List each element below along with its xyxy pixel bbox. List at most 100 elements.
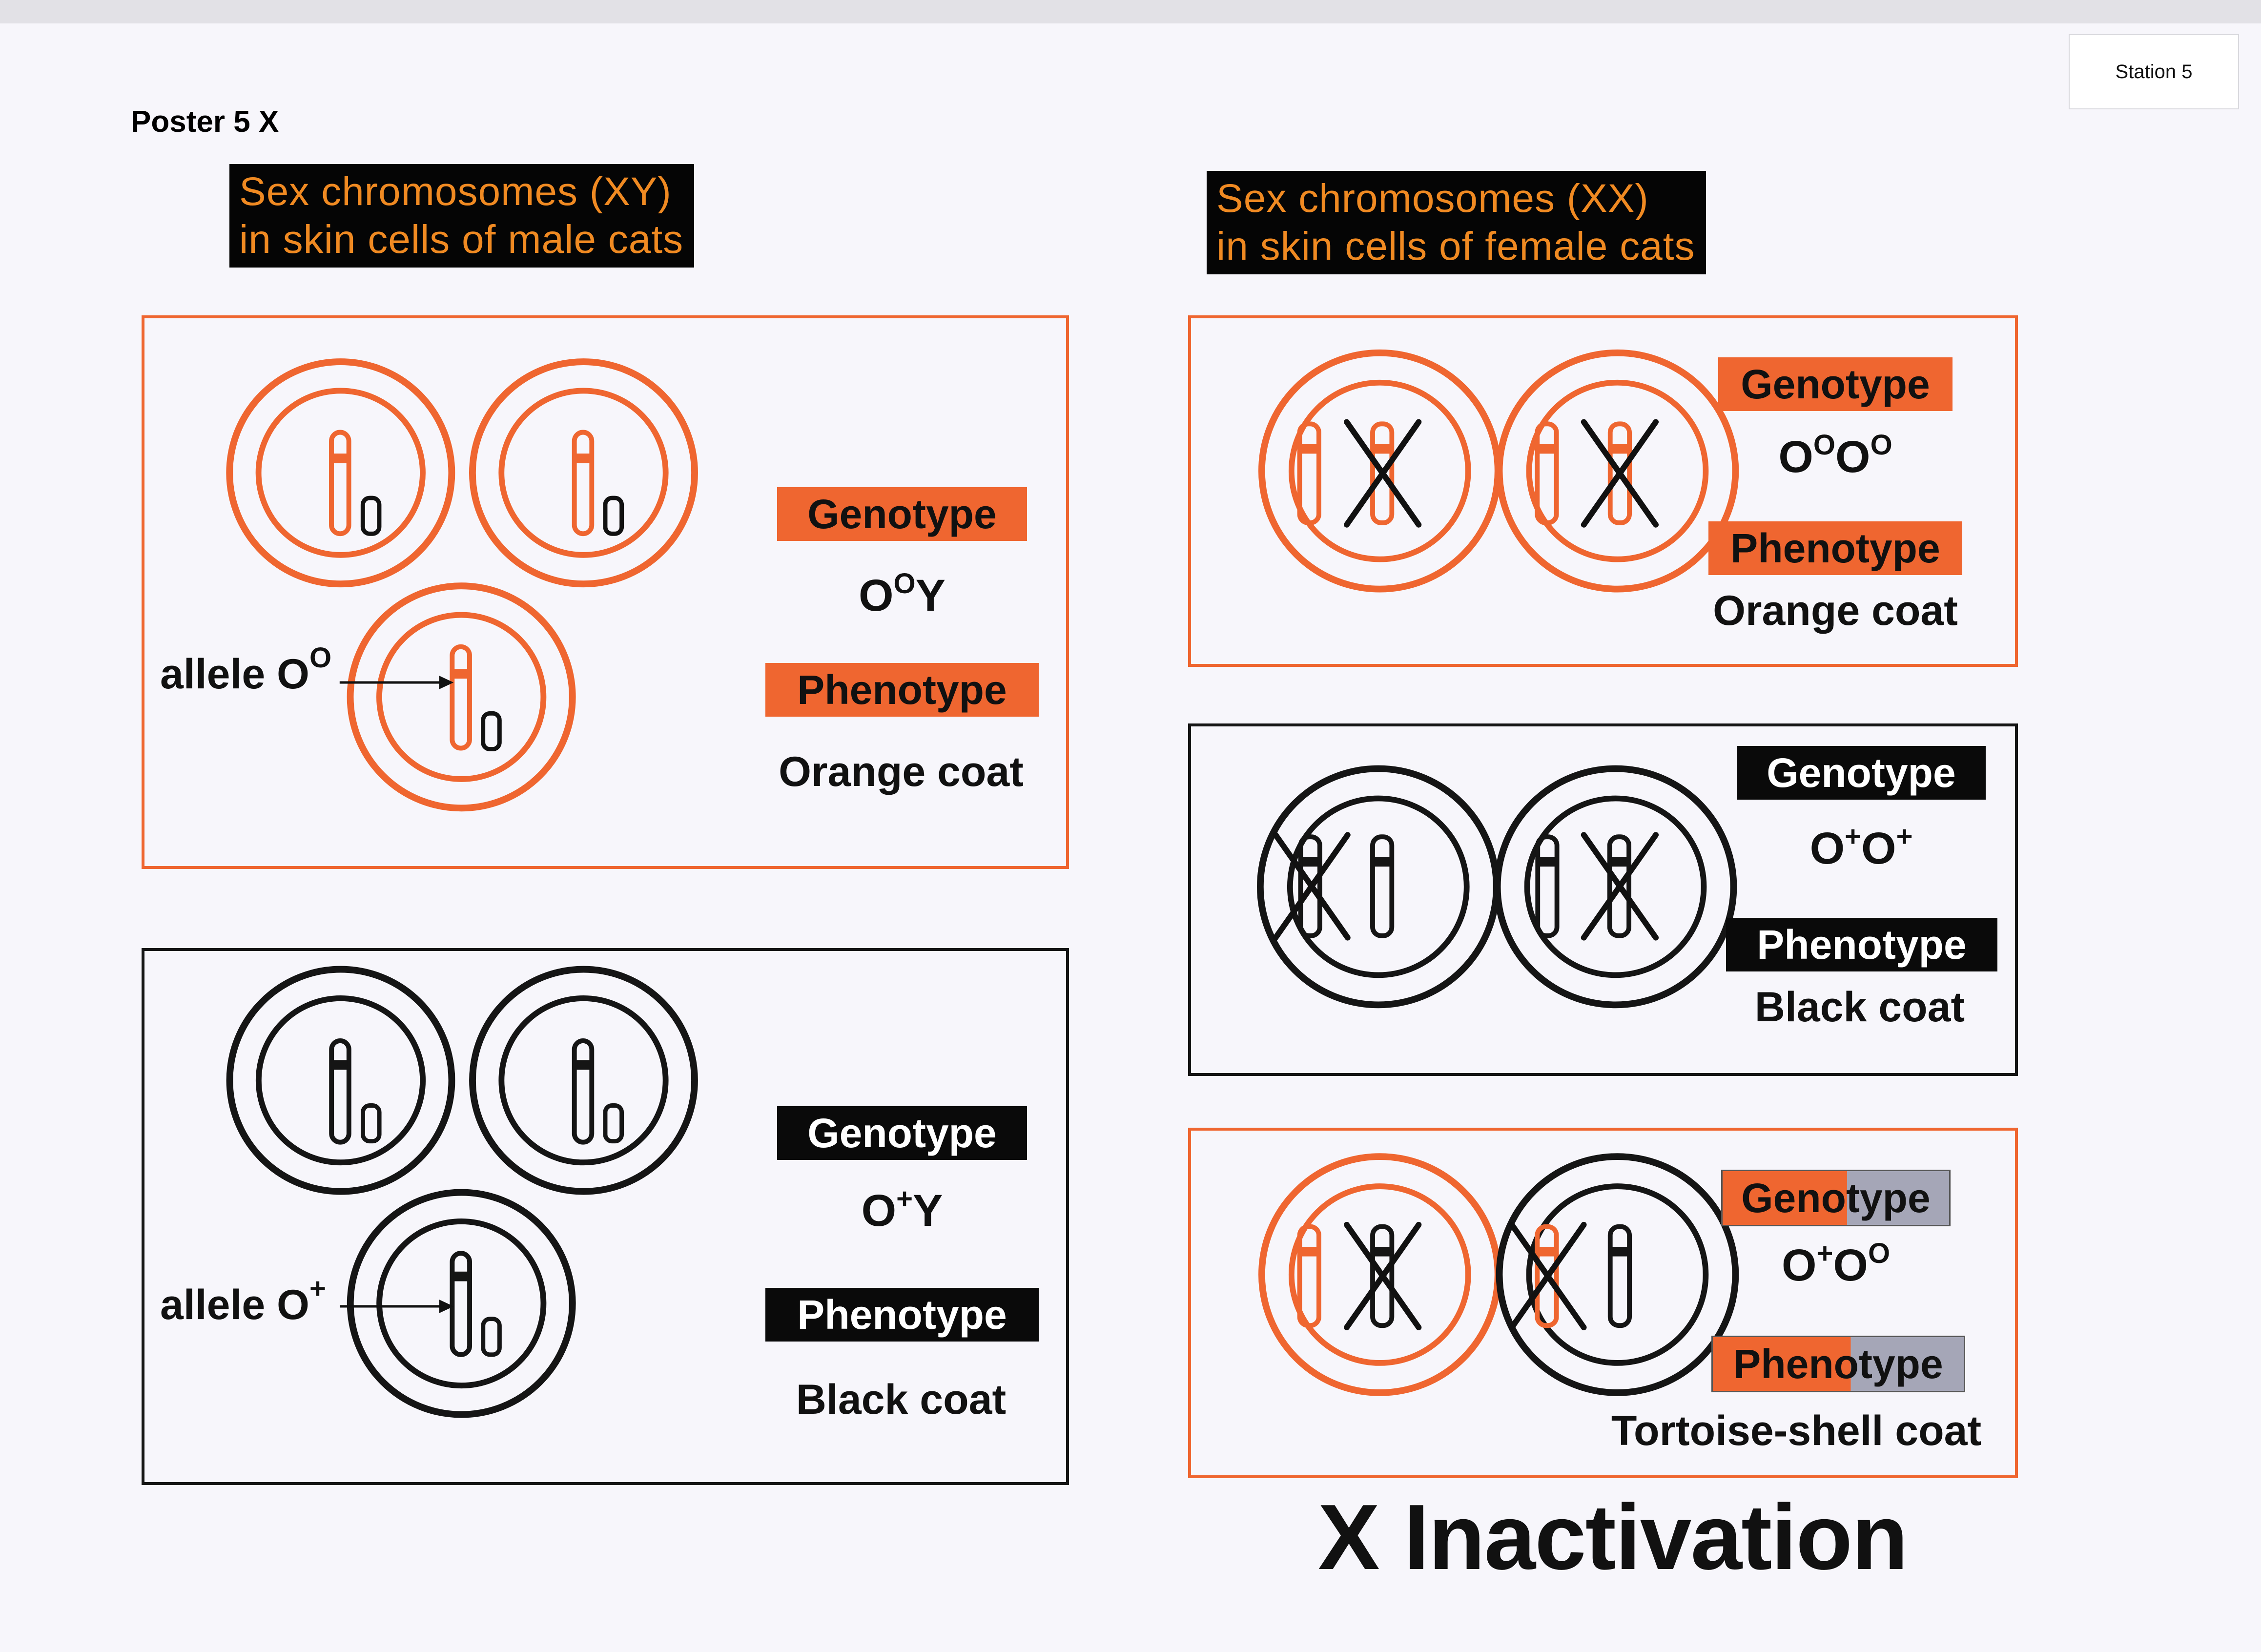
genotype-value: OOOO: [1778, 429, 1892, 482]
x-chromosome: [450, 1251, 473, 1357]
centromere: [576, 1060, 591, 1070]
female-black-panel: Genotype O+O+ Phenotype Black coat: [1188, 723, 2018, 1076]
cell-nucleus: [498, 995, 669, 1166]
male-orange-cells: [226, 358, 698, 812]
centromere: [576, 454, 591, 463]
genotype-label: Genotype: [1718, 357, 1953, 411]
female-tortoise-panel: Genotype O+OO Phenotype Tortoise-shell c…: [1188, 1128, 2018, 1478]
cell-nucleus: [1526, 1183, 1709, 1366]
allele-label: allele O+: [160, 1273, 326, 1328]
inactivation-cross: [1509, 1221, 1587, 1331]
x-chromosome: [572, 430, 595, 537]
cell-outer: [226, 358, 455, 588]
male-header-line1: Sex chromosomes (XY): [239, 169, 672, 214]
cell-nucleus: [1288, 379, 1471, 562]
centromere: [1374, 857, 1390, 867]
cell-outer: [347, 1189, 576, 1418]
x-chromosome: [329, 1038, 351, 1145]
centromere: [1611, 857, 1627, 867]
x-chromosome-orange-inactive: [1535, 1224, 1559, 1328]
x-chromosome: [572, 1038, 595, 1145]
cell-outer: [1496, 1153, 1739, 1396]
y-chromosome: [481, 711, 502, 752]
y-chromosome: [360, 496, 382, 536]
centromere: [1301, 444, 1317, 454]
cell-outer: [469, 966, 698, 1195]
female-header-line2: in skin cells of female cats: [1216, 224, 1695, 268]
cell-nucleus: [376, 1218, 547, 1389]
poster-label: Poster 5 X: [131, 105, 279, 139]
phenotype-label: Phenotype: [765, 663, 1039, 717]
station-label: Station 5: [2069, 34, 2239, 109]
centromere: [332, 454, 348, 463]
y-chromosome: [603, 496, 624, 536]
x-chromosome-inactive: [1298, 834, 1322, 938]
x-chromosome-black: [1607, 1224, 1632, 1328]
male-black-cells: [226, 966, 698, 1418]
genotype-value: O+O+: [1809, 821, 1913, 873]
cell-nucleus: [1288, 1183, 1471, 1366]
x-chromosome-black-inactive: [1370, 1224, 1395, 1328]
male-orange-panel: allele OO Genotype OOY Phenotype Orange …: [142, 315, 1069, 869]
x-chromosome: [1535, 834, 1560, 938]
female-orange-panel: Genotype OOOO Phenotype Orange coat: [1188, 315, 2018, 667]
genotype-label: Genotype: [1737, 746, 1986, 800]
inactivation-cross: [1343, 419, 1422, 528]
allele-label: allele OO: [160, 642, 332, 698]
centromere: [1302, 857, 1318, 867]
female-black-cells: [1256, 765, 1737, 1009]
cell-nucleus: [255, 995, 426, 1166]
y-chromosome: [603, 1103, 624, 1144]
phenotype-value: Black coat: [796, 1376, 1007, 1423]
cell-outer: [469, 358, 698, 588]
inactivation-cross: [1581, 419, 1659, 528]
phenotype-label: Phenotype: [1711, 1336, 1965, 1392]
centromere: [333, 1060, 348, 1070]
x-chromosome-orange: [1297, 1224, 1321, 1328]
female-orange-cells: [1258, 349, 1739, 593]
phenotype-label: Phenotype: [765, 1288, 1039, 1342]
genotype-label: Genotype: [777, 487, 1027, 541]
allele-arrowhead: [439, 676, 454, 689]
cell-nucleus: [255, 388, 426, 558]
genotype-value: OOY: [858, 568, 946, 620]
female-header-line1: Sex chromosomes (XX): [1216, 176, 1649, 221]
cell-nucleus: [376, 612, 547, 782]
cell-outer: [347, 582, 576, 812]
y-chromosome: [481, 1317, 502, 1357]
phenotype-label: Phenotype: [1708, 521, 1962, 575]
x-chromosome: [329, 430, 351, 537]
male-black-panel: allele O+ Genotype O+Y Phenotype Black c…: [142, 948, 1069, 1485]
centromere: [1301, 1246, 1317, 1257]
centromere: [1540, 857, 1555, 867]
phenotype-value: Orange coat: [779, 748, 1024, 795]
cell-nucleus: [1287, 795, 1470, 978]
footer-title: X Inactivation: [1318, 1486, 1908, 1589]
x-chromosome-inactive: [1370, 421, 1395, 525]
centromere: [453, 1271, 469, 1281]
cell-outer: [1494, 765, 1737, 1009]
x-chromosome: [1297, 421, 1321, 525]
cell-nucleus: [498, 388, 669, 558]
cell-outer: [1496, 349, 1739, 593]
phenotype-value: Orange coat: [1713, 587, 1958, 634]
cell-outer: [226, 966, 455, 1195]
genotype-value: O+OO: [1781, 1238, 1891, 1290]
centromere: [1612, 444, 1628, 454]
x-chromosome: [1535, 421, 1559, 525]
male-header: Sex chromosomes (XY) in skin cells of ma…: [229, 164, 695, 268]
inactivation-cross: [1344, 1221, 1422, 1331]
phenotype-label: Phenotype: [1726, 918, 1997, 971]
allele-arrowhead: [439, 1300, 454, 1313]
female-header: Sex chromosomes (XX) in skin cells of fe…: [1207, 171, 1706, 274]
top-edge: [0, 0, 2261, 23]
y-chromosome: [361, 1103, 382, 1144]
cell-nucleus: [1526, 379, 1709, 562]
x-chromosome: [1370, 834, 1395, 938]
phenotype-value: Black coat: [1754, 984, 1965, 1031]
genotype-value: O+Y: [861, 1183, 943, 1236]
centromere: [1374, 444, 1390, 454]
genotype-label: Genotype: [1721, 1170, 1951, 1226]
cell-nucleus: [1524, 795, 1707, 978]
cell-outer: [1256, 765, 1500, 1009]
